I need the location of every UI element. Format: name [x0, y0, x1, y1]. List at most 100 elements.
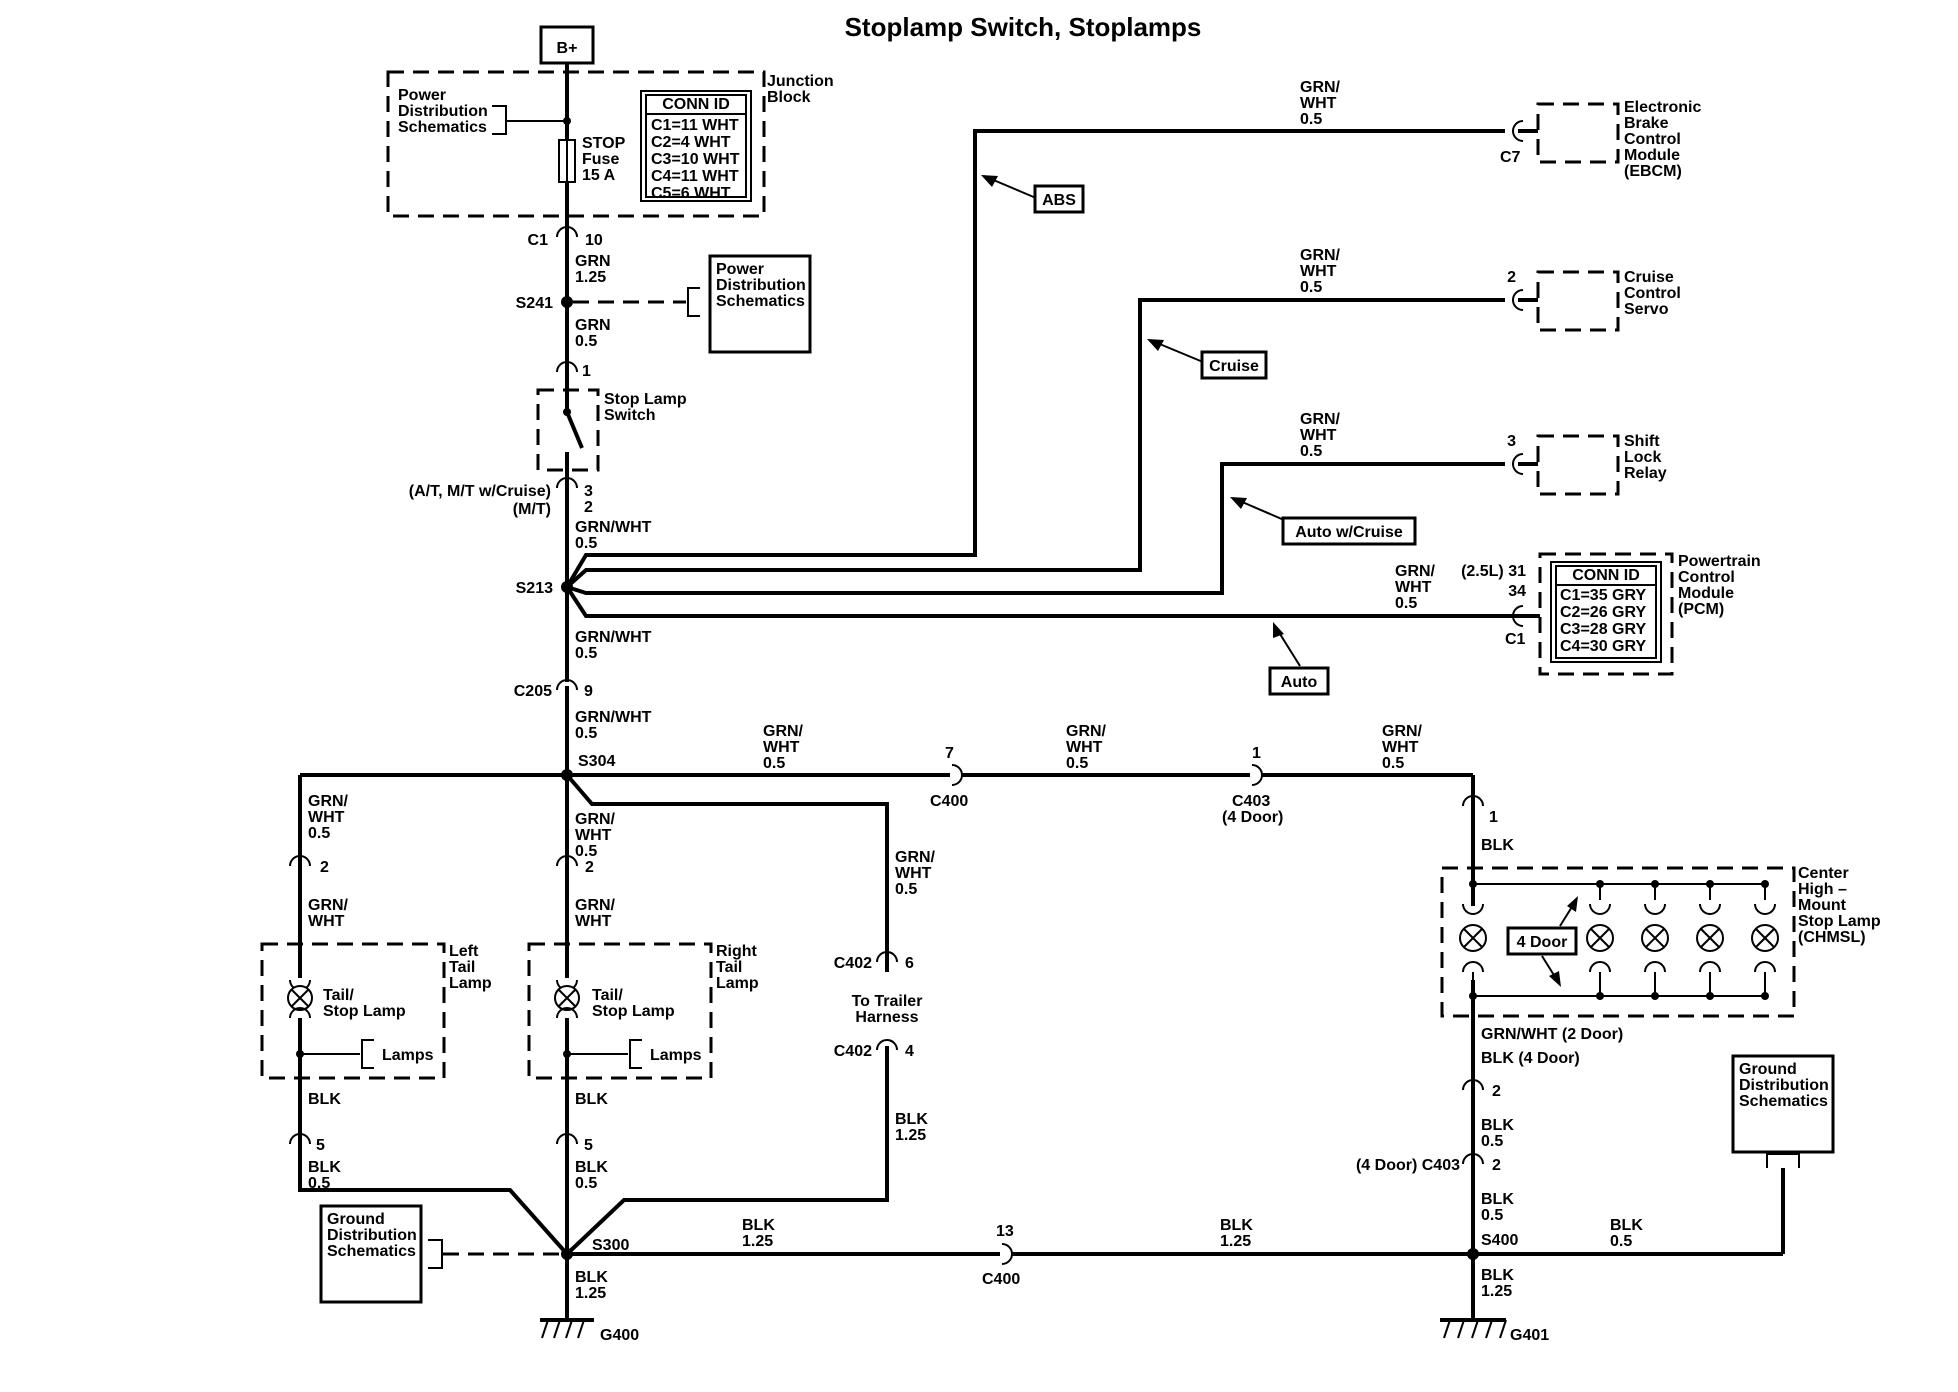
svg-text:Powertrain: Powertrain [1678, 553, 1761, 570]
svg-text:Servo: Servo [1624, 301, 1669, 318]
diagram-title: Stoplamp Switch, Stoplamps [845, 12, 1202, 42]
svg-text:C1: C1 [528, 232, 549, 249]
svg-text:34: 34 [1508, 583, 1526, 600]
svg-text:1.25: 1.25 [575, 1285, 606, 1302]
svg-text:C402: C402 [834, 955, 872, 972]
wire-label-ebcm: GRN/ WHT 0.5 [1300, 79, 1341, 128]
svg-text:S241: S241 [516, 295, 553, 312]
svg-text:Power: Power [398, 87, 446, 104]
svg-text:C3=10 WHT: C3=10 WHT [651, 151, 740, 168]
svg-text:WHT: WHT [1300, 263, 1337, 280]
chmsl-pin-2: 2 [1462, 1079, 1501, 1100]
svg-text:C7: C7 [1500, 149, 1521, 166]
svg-text:(2.5L) 31: (2.5L) 31 [1461, 563, 1526, 580]
svg-text:Lamp: Lamp [449, 975, 492, 992]
svg-text:CONN ID: CONN ID [662, 96, 730, 113]
svg-text:Control: Control [1678, 569, 1735, 586]
wire-label-right-top: GRN/ WHT 0.5 [575, 811, 616, 860]
svg-text:ABS: ABS [1042, 192, 1076, 209]
junction-pds-reference: Power Distribution Schematics [398, 87, 571, 136]
splice-s213: S213 [516, 580, 573, 597]
svg-text:S304: S304 [578, 753, 615, 770]
ebcm-module: C7 Electronic Brake Control Module (EBCM… [1500, 99, 1701, 180]
svg-text:G401: G401 [1510, 1327, 1549, 1344]
svg-text:Schematics: Schematics [1739, 1093, 1828, 1110]
svg-text:4 Door: 4 Door [1517, 934, 1568, 951]
connector-c402-top: C402 6 [834, 951, 914, 972]
svg-text:GRN/: GRN/ [763, 723, 804, 740]
svg-text:Tail: Tail [716, 959, 742, 976]
svg-text:15 A: 15 A [582, 167, 616, 184]
svg-text:GRN/: GRN/ [1300, 79, 1341, 96]
splice-s241: S241 [516, 287, 700, 317]
svg-text:C403: C403 [1232, 793, 1270, 810]
splice-s400: S400 [1467, 1232, 1518, 1260]
svg-text:1.25: 1.25 [1220, 1233, 1251, 1250]
svg-text:C5=6 WHT: C5=6 WHT [651, 185, 731, 202]
svg-text:0.5: 0.5 [763, 755, 785, 772]
svg-text:0.5: 0.5 [1382, 755, 1404, 772]
svg-text:Stop Lamp: Stop Lamp [604, 391, 687, 408]
svg-text:Electronic: Electronic [1624, 99, 1701, 116]
svg-text:Cruise: Cruise [1624, 269, 1674, 286]
svg-text:(CHMSL): (CHMSL) [1798, 929, 1866, 946]
svg-text:Schematics: Schematics [327, 1243, 416, 1260]
chmsl-pin-1: 1 [1462, 795, 1498, 826]
svg-text:BLK: BLK [742, 1217, 775, 1234]
svg-text:10: 10 [585, 232, 603, 249]
svg-text:0.5: 0.5 [1395, 595, 1417, 612]
svg-text:GRN/WHT: GRN/WHT [575, 629, 652, 646]
connector-c1: C1 10 [528, 226, 603, 249]
svg-text:4: 4 [905, 1043, 914, 1060]
connector-c402-bottom: C402 4 [834, 1039, 914, 1060]
stop-fuse: STOP Fuse 15 A [558, 135, 626, 184]
svg-text:GRN: GRN [575, 317, 611, 334]
pcm-module: (2.5L) 31 34 C1 CONN ID C1=35 GRY C2=26 … [1461, 552, 1761, 676]
option-tag-auto-w-cruise: Auto w/Cruise [1230, 497, 1417, 546]
chmsl-bulb [1641, 880, 1669, 1000]
svg-text:CONN ID: CONN ID [1572, 567, 1640, 584]
svg-text:0.5: 0.5 [1300, 443, 1322, 460]
svg-text:C2=26 GRY: C2=26 GRY [1560, 604, 1646, 621]
svg-text:S213: S213 [516, 580, 553, 597]
svg-text:C1=11 WHT: C1=11 WHT [651, 117, 739, 134]
svg-text:C205: C205 [514, 683, 552, 700]
option-tag-cruise: Cruise [1147, 339, 1268, 380]
svg-text:Center: Center [1798, 865, 1849, 882]
svg-text:1.25: 1.25 [575, 269, 606, 286]
svg-text:Module: Module [1678, 585, 1734, 602]
svg-text:2: 2 [584, 499, 593, 516]
svg-text:Relay: Relay [1624, 465, 1667, 482]
svg-text:C400: C400 [930, 793, 968, 810]
svg-text:7: 7 [945, 745, 954, 762]
svg-text:WHT: WHT [763, 739, 800, 756]
left-lamp-pin-5: 5 [289, 1133, 325, 1154]
svg-text:GRN/: GRN/ [575, 811, 616, 828]
svg-text:Stop Lamp: Stop Lamp [1798, 913, 1881, 930]
svg-text:BLK: BLK [575, 1091, 608, 1108]
svg-text:WHT: WHT [575, 913, 612, 930]
svg-text:0.5: 0.5 [1300, 279, 1322, 296]
svg-text:Tail: Tail [449, 959, 475, 976]
svg-text:GRN/: GRN/ [308, 897, 349, 914]
svg-text:BLK: BLK [1220, 1217, 1253, 1234]
svg-text:GRN/: GRN/ [575, 897, 616, 914]
svg-text:2: 2 [585, 859, 594, 876]
svg-text:Harness: Harness [855, 1009, 918, 1026]
svg-text:Left: Left [449, 943, 479, 960]
junction-conn-id-table: CONN ID C1=11 WHT C2=4 WHT C3=10 WHT C4=… [640, 90, 752, 202]
svg-text:Distribution: Distribution [327, 1227, 417, 1244]
svg-text:6: 6 [905, 955, 914, 972]
svg-text:3: 3 [1507, 433, 1516, 450]
svg-text:Module: Module [1624, 147, 1680, 164]
svg-text:BLK: BLK [1481, 837, 1514, 854]
svg-text:1.25: 1.25 [1481, 1283, 1512, 1300]
svg-text:9: 9 [584, 683, 593, 700]
svg-text:BLK: BLK [308, 1159, 341, 1176]
cruise-servo-module: 2 Cruise Control Servo [1507, 269, 1681, 332]
wire-label-rear-seg2: GRN/ WHT 0.5 [1066, 723, 1107, 772]
svg-text:1: 1 [582, 363, 591, 380]
connector-c205: C205 9 [514, 679, 593, 700]
svg-text:Stop Lamp: Stop Lamp [323, 1003, 406, 1020]
svg-text:Distribution: Distribution [1739, 1077, 1829, 1094]
